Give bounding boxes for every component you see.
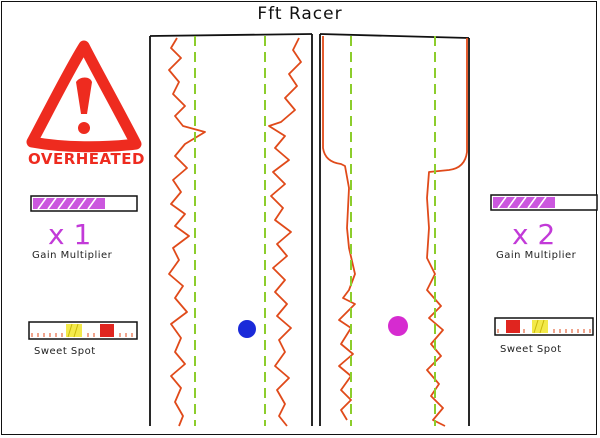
right-track-edge-1: [322, 36, 356, 421]
right-track-edge-2: [426, 38, 468, 427]
left-track-edge-2: [268, 37, 302, 427]
warning-triangle-icon: [26, 40, 142, 153]
game-title: Fft Racer: [257, 4, 343, 24]
sweet-spot-label-left: Sweet Spot: [34, 346, 96, 357]
gain-multiplier-left: x 1: [48, 218, 92, 251]
gain-multiplier-label-right: Gain Multiplier: [496, 250, 577, 261]
left-track-edge-1: [168, 37, 206, 427]
sweet-spot-bar-left: [28, 321, 138, 340]
sweet-spot-bar-right: [494, 317, 594, 336]
overheated-status: OVERHEATED: [28, 150, 145, 168]
race-track-area: [149, 33, 470, 427]
gain-multiplier-right: x 2: [512, 218, 556, 251]
sweet-spot-label-right: Sweet Spot: [500, 344, 562, 355]
player-1-dot: [238, 320, 256, 338]
player-2-dot: [388, 316, 408, 336]
gain-multiplier-label-left: Gain Multiplier: [32, 250, 113, 261]
gain-bar-left: [30, 195, 138, 212]
gain-bar-right: [490, 194, 598, 211]
